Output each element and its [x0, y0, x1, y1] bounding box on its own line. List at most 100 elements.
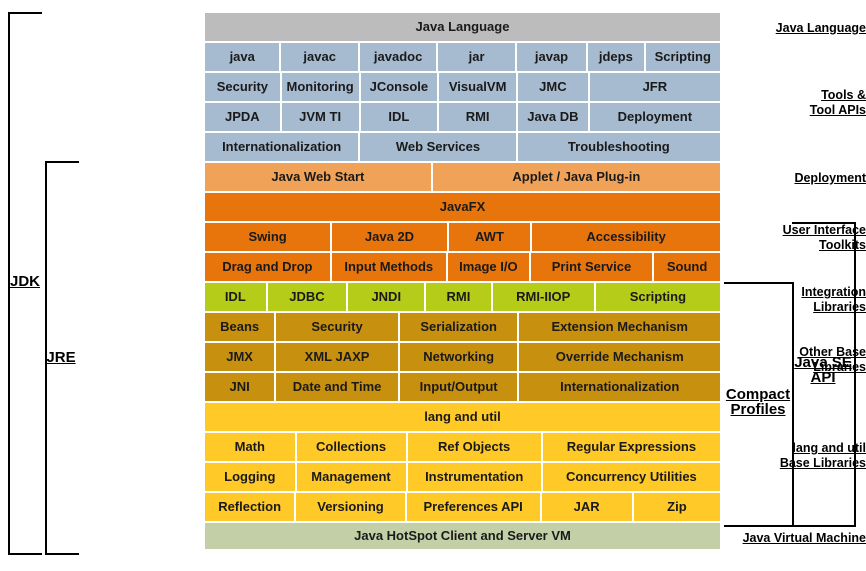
- stack-cell: Drag and Drop: [205, 253, 330, 281]
- stack-cell: Input/Output: [399, 373, 518, 401]
- stack-cell: Reflection: [205, 493, 295, 521]
- row-label-java-language: Java Language: [706, 21, 866, 36]
- stack-cell: Java Language: [205, 13, 720, 41]
- stack-cell: Security: [205, 73, 280, 101]
- stack-cell: jdeps: [588, 43, 644, 71]
- jdk-bracket: [8, 12, 42, 555]
- stack-cell: Applet / Java Plug-in: [432, 163, 720, 191]
- java-se-api-bracket: [792, 222, 856, 527]
- compact-profiles-bracket: [724, 282, 794, 527]
- stack-cell: javadoc: [359, 43, 437, 71]
- row-label-langutil-line2: Base Libraries: [779, 456, 866, 470]
- stack-cell: JDBC: [267, 283, 347, 311]
- compact-profiles-bracket-label: Compact Profiles: [722, 387, 794, 417]
- stack-cell: Java Web Start: [205, 163, 431, 191]
- stack-cell: Logging: [205, 463, 295, 491]
- band-javafx: JavaFX: [205, 193, 720, 221]
- stack-cell: Image I/O: [447, 253, 529, 281]
- compact-profiles-line2: Profiles: [730, 401, 786, 418]
- stack-cell: jar: [438, 43, 515, 71]
- stack-cell: JMC: [518, 73, 588, 101]
- stack-cell: XML JAXP: [276, 343, 398, 371]
- stack-cell: RMI: [439, 103, 517, 131]
- stack-cell: RMI: [426, 283, 491, 311]
- stack-cell: Extension Mechanism: [519, 313, 720, 341]
- row-label-other-base-line1: Other Base: [799, 345, 866, 359]
- stack-cell: JConsole: [360, 73, 438, 101]
- stack-cell: Concurrency Utilities: [542, 463, 720, 491]
- jdk-bracket-label: JDK: [9, 273, 40, 290]
- stack-cell: Troubleshooting: [517, 133, 720, 161]
- row-label-integration-line1: Integration: [801, 285, 866, 299]
- stack-cell: Serialization: [399, 313, 518, 341]
- row-label-tools-and-tool-apis: Tools & Tool APIs: [706, 88, 866, 118]
- stack-cell: IDL: [360, 103, 438, 131]
- stack-cell: JPDA: [205, 103, 280, 131]
- stack-cell: AWT: [448, 223, 531, 251]
- stack-cell: Scripting: [595, 283, 720, 311]
- stack-cell: Security: [276, 313, 398, 341]
- stack-cell: Accessibility: [532, 223, 721, 251]
- stack-cell: JFR: [589, 73, 721, 101]
- stack-cell: Management: [296, 463, 406, 491]
- stack-cell: Instrumentation: [407, 463, 541, 491]
- stack-cell: Zip: [633, 493, 720, 521]
- stack-cell: java: [205, 43, 280, 71]
- stack-cell: Beans: [205, 313, 275, 341]
- row-label-ui-line1: User Interface: [782, 223, 866, 237]
- stack-cell: Regular Expressions: [542, 433, 720, 461]
- stack-cell: JNI: [205, 373, 275, 401]
- stack-cell: Print Service: [530, 253, 653, 281]
- row-label-tools-line2: Tool APIs: [809, 103, 866, 117]
- stack-cell: Java HotSpot Client and Server VM: [205, 523, 720, 549]
- stack-cell: Collections: [296, 433, 406, 461]
- stack-cell: IDL: [205, 283, 266, 311]
- row-label-jvm-line1: Java Virtual Machine: [742, 531, 866, 545]
- java-se-api-line2: API: [810, 369, 836, 386]
- java-se-api-bracket-label: Java SE API: [792, 355, 854, 385]
- stack-cell: Date and Time: [276, 373, 398, 401]
- stack-cell: Input Methods: [331, 253, 446, 281]
- stack-cell: JVM TI: [281, 103, 359, 131]
- jre-bracket: [45, 161, 79, 555]
- stack-cell: Networking: [399, 343, 518, 371]
- row-label-langutil-line1: lang and util: [792, 441, 866, 455]
- stack-cell: Internationalization: [519, 373, 720, 401]
- stack-cell: Swing: [205, 223, 331, 251]
- stack-cell: JAR: [541, 493, 632, 521]
- stack-cell: javap: [516, 43, 587, 71]
- stack-cell: Scripting: [645, 43, 720, 71]
- stack-cell: JMX: [205, 343, 275, 371]
- stack-cell: RMI-IIOP: [492, 283, 594, 311]
- stack-cell: Monitoring: [281, 73, 359, 101]
- row-label-other-base-libraries: Other Base Libraries: [706, 345, 866, 375]
- row-label-integration-line2: Libraries: [813, 300, 866, 314]
- row-label-integration-libraries: Integration Libraries: [706, 285, 866, 315]
- band-lang-and-util: lang and util: [205, 403, 720, 431]
- stack-cell: Web Services: [360, 133, 516, 161]
- stack-cell: JavaFX: [205, 193, 720, 221]
- stack-cell: Deployment: [589, 103, 721, 131]
- row-label-deployment: Deployment: [706, 171, 866, 186]
- stack-cell: VisualVM: [439, 73, 517, 101]
- band-java-language: Java Language: [205, 13, 720, 41]
- row-label-other-base-line2: Libraries: [813, 360, 866, 374]
- stack-cell: javac: [281, 43, 358, 71]
- stack-cell: Preferences API: [406, 493, 540, 521]
- stack-cell: Override Mechanism: [519, 343, 720, 371]
- jre-bracket-label: JRE: [46, 349, 76, 366]
- stack-cell: Java 2D: [332, 223, 447, 251]
- compact-profiles-line1: Compact: [725, 386, 791, 403]
